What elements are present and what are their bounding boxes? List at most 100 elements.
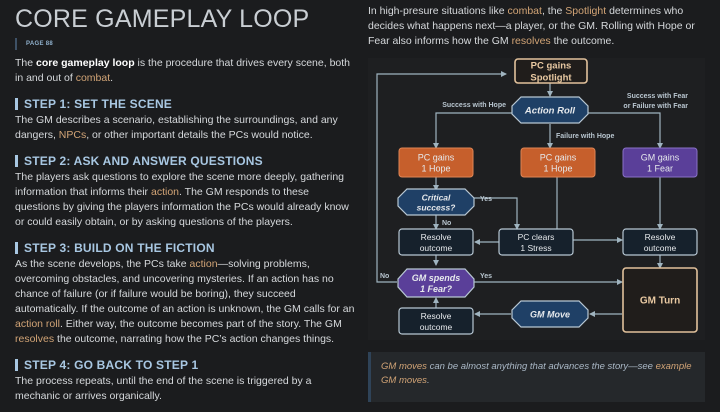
paragraph-text: In high-presure situations like [368,5,508,17]
paragraph-text: , the [541,5,566,17]
steps-list: STEP 1: SET THE SCENE The GM describes a … [15,96,355,404]
spotlight-paragraph: In high-presure situations like combat, … [368,4,708,49]
heading-bar [15,97,18,110]
node-pc-gains-hope-left-label: 1 Hope [421,164,450,174]
edge-label-success-with-fear: Success with Fear [627,93,688,100]
step-body-1: The GM describes a scenario, establishin… [15,113,355,143]
node-pc-gains-hope-left-label: PC gains [418,153,455,163]
step-body-3: As the scene develops, the PCs take acti… [15,257,355,347]
right-column: In high-presure situations like combat, … [368,4,708,49]
inline-link[interactable]: combat [507,5,542,17]
step-heading-text: STEP 3: BUILD ON THE FICTION [24,240,215,255]
step-body-2: The players ask questions to explore the… [15,170,355,230]
inline-link[interactable]: action roll [15,318,60,330]
page-ref-label[interactable]: PAGE 88 [26,41,53,47]
step-heading-3: STEP 3: BUILD ON THE FICTION [15,240,355,255]
edge-label-success-with-hope: Success with Hope [442,102,506,109]
node-resolve-outcome-left-label: Resolve [421,232,452,242]
node-gm-move-label: GM Move [530,310,570,320]
node-pc-gains-spotlight-label: PC gains [531,61,572,72]
node-resolve-outcome-bottom-label: outcome [420,322,453,332]
node-gm-move [511,300,589,328]
edge-label-spend-yes: Yes [480,273,492,280]
heading-bar [15,241,18,254]
edge-label-success-with-fear: or Failure with Fear [623,103,688,110]
paragraph-text: . Either way, the outcome becomes part o… [59,318,342,330]
step-heading-4: STEP 4: GO BACK TO STEP 1 [15,357,355,372]
step-heading-text: STEP 1: SET THE SCENE [24,96,173,111]
node-pc-clears-stress-label: PC clears [518,232,555,242]
paragraph-text: the outcome. [550,35,615,47]
edge-roll-to-fear [586,112,663,149]
step-heading-text: STEP 4: GO BACK TO STEP 1 [24,357,199,372]
heading-bar [15,154,18,167]
paragraph-text: . [426,375,430,386]
node-resolve-outcome-right [622,228,698,256]
inline-link[interactable]: NPCs [58,129,87,141]
paragraph-text: . The GM responds to these questions by … [15,186,349,228]
node-pc-clears-stress-label: 1 Stress [520,243,551,253]
inline-link[interactable]: resolves [511,35,551,47]
edge-critical-yes [474,197,520,230]
step-heading-1: STEP 1: SET THE SCENE [15,96,355,111]
intro-bold-term: core gameplay loop [36,57,135,69]
node-action-roll [511,96,589,124]
node-pc-gains-hope-mid-label: 1 Hope [543,164,572,174]
paragraph-text: can be almost anything that advances the… [426,361,656,372]
page-title: CORE GAMEPLAY LOOP [15,5,310,33]
paragraph-text: , or other important details the PCs wou… [86,129,313,141]
node-gm-gains-fear-label: 1 Fear [647,164,673,174]
node-resolve-outcome-bottom [398,307,474,335]
node-critical-success-label: success? [417,203,457,213]
paragraph-text: —solving problems, overcoming obstacles,… [15,258,355,315]
node-action-roll-label: Action Roll [524,106,575,117]
node-gm-spends-fear-label: GM spends [412,273,461,283]
node-pc-gains-spotlight [514,58,588,84]
intro-paragraph: The core gameplay loop is the procedure … [15,56,355,86]
inline-link[interactable]: GM moves [381,361,427,372]
paragraph-text: determines who decides what happens next… [368,5,695,47]
page-ref-bar [15,38,17,50]
node-resolve-outcome-right-label: Resolve [645,232,676,242]
node-gm-gains-fear [622,147,698,178]
inline-link[interactable]: example GM moves [381,361,692,386]
inline-link[interactable]: action [150,186,180,198]
node-pc-gains-hope-mid-label: PC gains [540,153,577,163]
gm-moves-callout: GM moves can be almost anything that adv… [368,352,705,402]
paragraph-text: The GM describes a scenario, establishin… [15,114,338,141]
inline-link[interactable]: action [189,258,218,270]
edge-label-failure-with-hope: Failure with Hope [556,133,614,140]
inline-link[interactable]: resolves [15,333,55,345]
node-pc-gains-hope-mid [520,147,596,178]
node-gm-turn-label: GM Turn [640,296,680,307]
paragraph-text: As the scene develops, the PCs take [15,258,190,270]
step-body-4: The process repeats, until the end of th… [15,374,355,404]
node-critical-success-label: Critical [422,193,451,203]
step-heading-text: STEP 2: ASK AND ANSWER QUESTIONS [24,153,263,168]
node-gm-spends-fear [397,268,475,298]
step-heading-2: STEP 2: ASK AND ANSWER QUESTIONS [15,153,355,168]
edge-label-spend-no: No [380,273,389,280]
node-gm-spends-fear-label: 1 Fear? [420,284,453,294]
node-gm-gains-fear-label: GM gains [641,153,680,163]
edge-label-critical-no: No [442,220,451,227]
node-pc-clears-stress [498,228,574,256]
intro-text: . [110,72,114,84]
intro-text: The [15,57,37,69]
node-gm-turn [622,267,698,333]
node-critical-success [397,188,475,216]
node-resolve-outcome-left [398,228,474,256]
paragraph-text: the outcome, narrating how the PC’s acti… [54,333,335,345]
edge-roll-to-hope-left [433,112,513,149]
intro-text: is the procedure that drives every scene… [15,57,351,84]
inline-link[interactable]: Spotlight [565,5,607,17]
combat-link[interactable]: combat [75,72,111,84]
node-pc-gains-spotlight-label: Spotlight [530,73,572,84]
page-reference: PAGE 88 [15,37,355,51]
node-pc-gains-hope-left [398,147,474,178]
paragraph-text: The process repeats, until the end of th… [15,375,312,402]
edge-spend-no [376,71,507,283]
edge-label-critical-yes: Yes [480,196,492,203]
